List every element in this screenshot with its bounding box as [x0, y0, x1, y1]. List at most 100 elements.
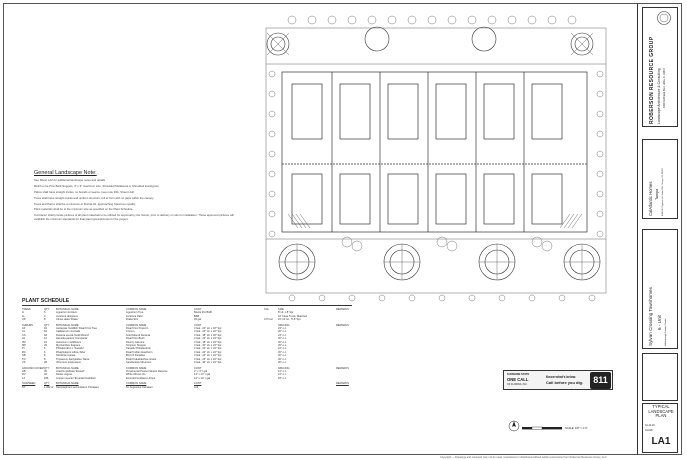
schedule-cell: SPACING	[278, 366, 290, 370]
schedule-cell: AB	[22, 369, 26, 373]
schedule-cell: CS	[22, 333, 26, 337]
schedule-cell: Dwarf Fire Bush	[126, 337, 145, 341]
schedule-cell: 30" o.c.	[278, 344, 287, 348]
schedule-cell: Emerald Goddess Liriope	[126, 376, 156, 380]
one-call-text: ONE CALL	[507, 377, 529, 382]
schedule-cell	[264, 361, 278, 364]
schedule-cell: 3 Gal., 24" Ht. x 24" Spr.	[194, 337, 223, 341]
schedule-cell: 8' Ht. x 8' Spr.	[278, 311, 294, 315]
schedule-cell: 4" x 4" / gal	[194, 369, 208, 373]
schedule-cell: 45 gal	[194, 318, 202, 322]
shrub-symbols	[268, 15, 604, 302]
schedule-cell: COMMON NAME	[126, 366, 147, 370]
schedule-cell: CONT	[194, 323, 202, 327]
schedule-cell: 6	[44, 347, 46, 351]
schedule-cell: 30" o.c.	[278, 354, 287, 358]
note-item: Palms shall have straight trunks, no bra…	[34, 189, 135, 194]
schedule-cell: 24" o.c.	[278, 333, 287, 337]
schedule-cell: Myrcianthes fragrans	[56, 344, 81, 348]
schedule-cell	[278, 386, 336, 389]
schedule-cell: REMARKS	[336, 382, 349, 386]
schedule-cell: Bird Of Paradise	[126, 354, 146, 358]
schedule-cell: 3 Gal., 24" Ht. x 24" Spr.	[194, 350, 223, 354]
scale-bar	[522, 426, 562, 430]
schedule-cell: CL	[22, 330, 26, 334]
schedule-cell: 5	[44, 311, 46, 315]
schedule-cell: sod	[194, 385, 199, 389]
schedule-cell: Viburnum suspensum	[56, 361, 82, 365]
schedule-cell: 30" o.c.	[278, 330, 287, 334]
client-city: Tampa	[655, 188, 659, 200]
project-name: Sylvan Crossing Townhomes	[648, 287, 653, 346]
schedule-cell: 30" o.c.	[278, 340, 287, 344]
scale-label: SCALE: 1/8" = 1'-0"	[565, 427, 588, 430]
schedule-cell: 48	[44, 333, 47, 337]
schedule-cell: 8	[44, 318, 46, 322]
schedule-cell: UP	[22, 318, 26, 322]
schedule-cell: CONT	[194, 308, 202, 311]
schedule-cell: 3 Gal., 18" Ht. x 18" Spr.	[194, 340, 223, 344]
project-number: 16-018	[645, 429, 653, 432]
schedule-cell: Asclepias 'Goldfish' Dwarf Fire Tree	[56, 327, 97, 331]
plant-schedule-title: PLANT SCHEDULE	[22, 298, 352, 306]
schedule-cell: B&B	[194, 314, 200, 318]
schedule-cell: Gold Mound Duranta	[126, 333, 151, 337]
schedule-cell: 3 Gal., 30" Ht. x 24" Spr.	[194, 361, 223, 365]
schedule-cell: Arachis glabrata 'Ecoturf'	[56, 369, 85, 373]
schedule-cell: 3 Gal., 24" Ht. x 24" Spr.	[194, 354, 223, 358]
schedule-cell: 30" o.c.	[278, 337, 287, 341]
firm-tagline: Landscape Architecture & Consulting	[657, 68, 661, 124]
landscape-plan-drawing	[265, 15, 607, 302]
schedule-cell: CAL	[264, 308, 270, 311]
schedule-cell: PI	[22, 347, 25, 351]
note-item: Contractor shall provide pictures of all…	[34, 213, 234, 221]
firm-panel: ROBERSON RESOURCE GROUP Landscape Archit…	[642, 7, 678, 127]
schedule-cell: 6	[44, 350, 46, 354]
schedule-cell: Livistona Palm	[126, 314, 143, 318]
schedule-cell: Downy Jasmine	[126, 340, 145, 344]
schedule-cell: REMARKS	[336, 323, 349, 327]
schedule-cell: 20	[44, 344, 47, 348]
know-whats-below-text: Know what's below.	[546, 375, 577, 379]
notes-title: General Landscape Note:	[34, 170, 97, 176]
general-landscape-notes: General Landscape Note: See Sheet LA2 fo…	[34, 170, 239, 224]
schedule-cell: 24" o.c.	[278, 373, 287, 377]
schedule-cell: Ligustrum lucidum	[56, 311, 78, 315]
firm-seal-icon	[657, 11, 671, 25]
schedule-cell: LL	[22, 314, 25, 318]
schedule-cell: SIZE	[278, 308, 284, 311]
project-subtitle: 6 - Unit	[657, 315, 662, 330]
schedule-cell: 18" o.c.	[278, 376, 287, 380]
sheet-border	[3, 3, 682, 455]
schedule-cell: White African Iris	[126, 373, 146, 377]
811-logo: 811	[590, 372, 611, 389]
schedule-cell: Ligustrum Tree	[126, 311, 144, 315]
schedule-cell: Callistemon viminalis	[56, 330, 81, 334]
one-call-of-florida-text: OF FLORIDA, INC.	[507, 383, 528, 386]
schedule-cell: 12" o.c.	[278, 369, 287, 373]
schedule-cell: 8	[44, 357, 46, 361]
schedule-cell: 30" o.c.	[278, 350, 287, 354]
schedule-cell: St. Augustine 'Floratam'	[126, 385, 154, 389]
note-item: Trees and Palms shall be a minimum of Fl…	[34, 201, 136, 206]
schedule-cell: Stenotaphrum secundatum 'Floratam'	[56, 385, 100, 389]
schedule-cell: 24" o.c.	[278, 347, 287, 351]
schedule-cell: BOTANICAL NAME	[56, 308, 79, 311]
schedule-cell: COMMON NAME	[126, 323, 147, 327]
schedule-cell	[336, 386, 360, 389]
call-811-badge: SUNSHINE STATE ONE CALL OF FLORIDA, INC.…	[503, 370, 613, 390]
note-item: Mulch to be Pine Bark Nuggets, 3" x 3" m…	[34, 183, 159, 188]
